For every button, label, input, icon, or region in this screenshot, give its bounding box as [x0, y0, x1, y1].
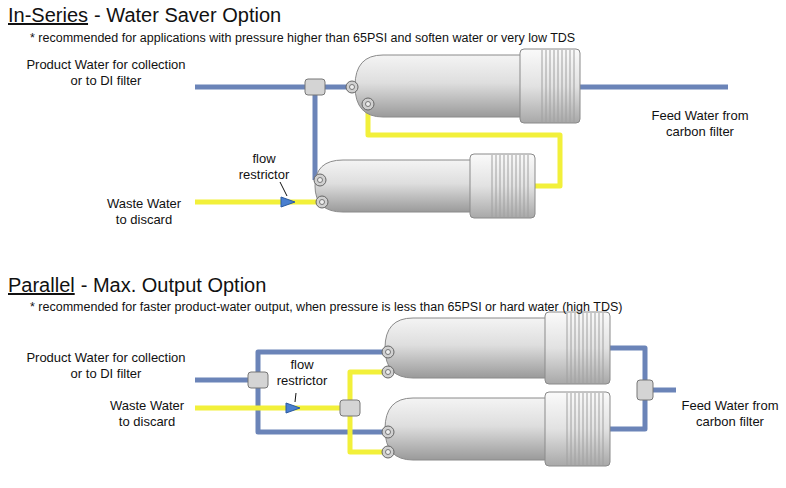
membrane-housings [315, 49, 610, 466]
tee-fitting [340, 400, 360, 416]
housing-cap [520, 49, 580, 123]
cap-rib [583, 393, 584, 465]
cap-rib [574, 50, 575, 122]
product-pipe [313, 87, 318, 180]
product-pipe [195, 85, 350, 90]
cap-rib [579, 313, 580, 383]
port-fitting [350, 85, 355, 90]
pipe-label: Feed Water from carbon filter [678, 398, 782, 429]
cap-rib [504, 155, 505, 217]
port-fitting [320, 200, 325, 205]
tee-fitting [248, 372, 268, 388]
fittings [248, 79, 653, 458]
leader-line [295, 393, 296, 402]
note-text: * recommended for faster product-water o… [30, 300, 622, 315]
tee-fitting [305, 79, 325, 95]
cap-rib [571, 313, 572, 383]
cap-rib [587, 313, 588, 383]
pipe-label: Product Water for collection or to DI fi… [22, 57, 190, 88]
housing-cap [545, 392, 610, 466]
housing-cap [470, 154, 535, 218]
cap-rib [583, 313, 584, 383]
cap-rib [579, 393, 580, 465]
waste-pipe [195, 200, 320, 205]
cap-rib [575, 393, 576, 465]
waste-pipe [195, 406, 350, 411]
port-fitting [382, 426, 394, 438]
product-pipe [258, 352, 385, 432]
cap-rib [492, 155, 493, 217]
pipe-label: Waste Water to discard [105, 398, 189, 429]
cap-rib [603, 393, 604, 465]
port-fitting [362, 98, 374, 110]
port-fitting [386, 350, 391, 355]
port-fitting [314, 174, 326, 186]
feed-pipe [580, 85, 728, 90]
cap-rib [542, 50, 543, 122]
port-fitting [382, 446, 394, 458]
pipe-label: Product Water for collection or to DI fi… [22, 350, 190, 381]
cap-rib [567, 313, 568, 383]
cap-rib [554, 50, 555, 122]
cap-rib [520, 155, 521, 217]
cap-rib [595, 393, 596, 465]
port-fitting [366, 102, 371, 107]
membrane-housing [315, 160, 475, 212]
cap-rib [496, 155, 497, 217]
cap-rib [550, 50, 551, 122]
cap-rib [595, 313, 596, 383]
flow-restrictor [286, 403, 300, 413]
cap-rib [566, 50, 567, 122]
cap-rib [599, 313, 600, 383]
section-heading: In-Series [8, 3, 88, 27]
membrane-housing [385, 318, 550, 378]
cap-rib [528, 155, 529, 217]
cap-rib [603, 313, 604, 383]
cap-rib [599, 393, 600, 465]
tee-fitting [637, 380, 653, 400]
pipe-label: Feed Water from carbon filter [640, 108, 760, 139]
cap-rib [516, 155, 517, 217]
cap-rib [575, 313, 576, 383]
port-fitting [318, 178, 323, 183]
port-fitting [346, 81, 358, 93]
membrane-housing [355, 55, 525, 117]
cap-rib [571, 393, 572, 465]
cap-rib [591, 393, 592, 465]
cap-rib [570, 50, 571, 122]
cap-rib [587, 393, 588, 465]
pipe-label: Waste Water to discard [102, 196, 186, 227]
port-fitting [382, 366, 394, 378]
flow-restrictor [281, 197, 295, 207]
cap-rib [512, 155, 513, 217]
cap-rib [562, 50, 563, 122]
cap-rib [546, 50, 547, 122]
port-fitting [316, 196, 328, 208]
housing-cap [545, 312, 610, 384]
port-fitting [386, 450, 391, 455]
cap-rib [591, 313, 592, 383]
section-heading: Parallel [8, 273, 75, 297]
cap-rib [567, 393, 568, 465]
port-fitting [386, 430, 391, 435]
pipe-label: flow restrictor [270, 357, 334, 388]
port-fitting [386, 370, 391, 375]
cap-rib [508, 155, 509, 217]
cap-rib [558, 50, 559, 122]
membrane-housing [385, 398, 550, 460]
port-fitting [382, 346, 394, 358]
note-text: * recommended for applications with pres… [30, 31, 575, 46]
cap-rib [524, 155, 525, 217]
pipe-label: flow restrictor [232, 151, 296, 182]
section-heading: - Water Saver Option [94, 3, 281, 27]
pipes [195, 87, 728, 452]
cap-rib [500, 155, 501, 217]
section-heading: - Max. Output Option [81, 273, 267, 297]
leader-line [280, 182, 287, 196]
